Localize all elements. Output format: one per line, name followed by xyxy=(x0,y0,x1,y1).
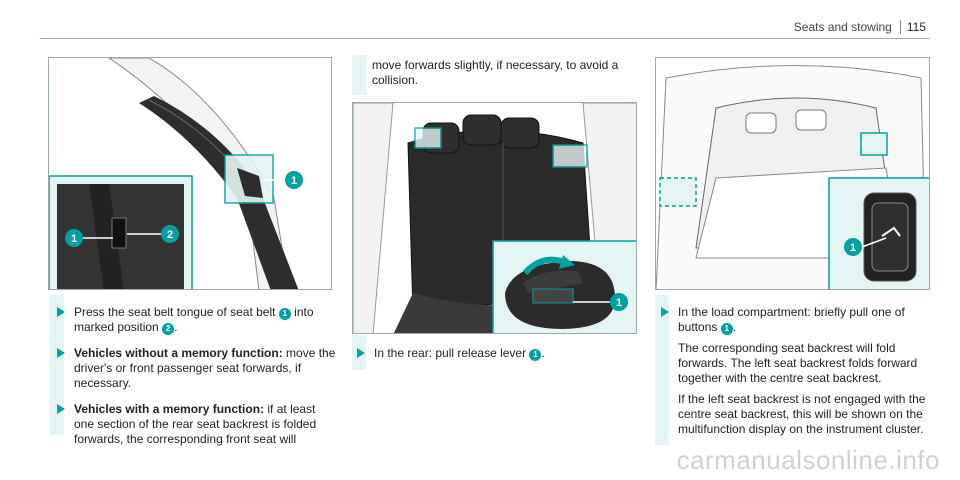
figure1-callout-1-inset-label: 1 xyxy=(71,233,77,245)
col3-paragraph-2: The corresponding seat backrest will fol… xyxy=(678,341,918,385)
col3-highlight-strip xyxy=(655,295,669,445)
watermark: carmanualsonline.info xyxy=(676,445,940,475)
column-1-text: Press the seat belt tongue of seat belt … xyxy=(52,305,337,458)
column-3-text: In the load compartment: briefly pull on… xyxy=(656,305,931,448)
callout-badge-2: 2 xyxy=(162,323,175,335)
callout-badge-1: 1 xyxy=(278,308,291,320)
figure1-callout-2-label: 2 xyxy=(167,229,173,241)
col2-highlight-strip-top xyxy=(352,55,366,95)
page-header: Seats and stowing 115 xyxy=(794,20,926,34)
figure3-callout-1-label: 1 xyxy=(850,242,856,254)
figure-load-compartment: 1 xyxy=(655,57,930,290)
callout-badge-1: 1 xyxy=(529,349,542,361)
arrow-icon xyxy=(57,307,65,317)
col1-step-3: Vehicles with a memory function: if at l… xyxy=(52,402,337,447)
arrow-icon xyxy=(57,404,65,414)
arrow-icon xyxy=(661,307,669,317)
header-rule xyxy=(40,38,930,39)
figure3-callout-1 xyxy=(844,238,862,256)
col3-step-1: In the load compartment: briefly pull on… xyxy=(656,305,931,437)
col1-highlight-strip xyxy=(50,295,64,435)
arrow-icon xyxy=(57,348,65,358)
col1-step-1: Press the seat belt tongue of seat belt … xyxy=(52,305,337,335)
figure2-callout-1 xyxy=(610,293,628,311)
section-title: Seats and stowing xyxy=(793,20,892,34)
figure-rear-seat: 1 xyxy=(352,102,637,334)
figure1-callout-1-top xyxy=(285,171,303,189)
figure-seat-belt: 1 1 2 xyxy=(48,57,332,290)
column-2-continued-text: move forwards slightly, if necessary, to… xyxy=(372,58,619,87)
column-2-text: In the rear: pull release lever 1. xyxy=(352,346,637,372)
col3-paragraph-3: If the left seat backrest is not engaged… xyxy=(678,392,926,436)
figure1-callout-2 xyxy=(161,225,179,243)
figure1-callout-1-inset xyxy=(65,229,83,247)
page-number: 115 xyxy=(899,20,926,34)
arrow-icon xyxy=(357,348,365,358)
callout-badge-1: 1 xyxy=(720,323,733,335)
figure1-callout-1-top-label: 1 xyxy=(291,175,297,187)
figure2-callout-1-label: 1 xyxy=(616,297,622,309)
col1-step-2: Vehicles without a memory function: move… xyxy=(52,346,337,391)
col2-step-1: In the rear: pull release lever 1. xyxy=(352,346,637,361)
